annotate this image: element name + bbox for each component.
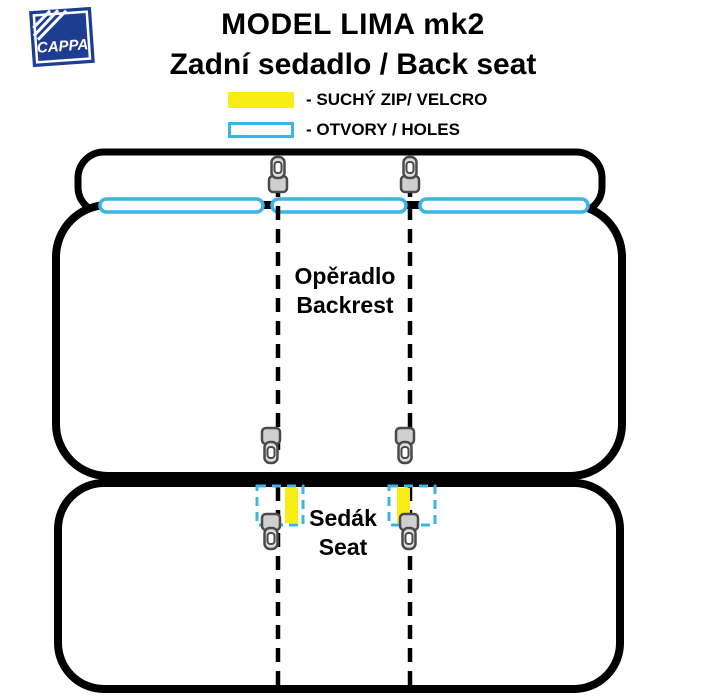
zipper-pull-top-right-icon [399, 155, 421, 194]
backrest-label-cs: Opěradlo [295, 263, 396, 289]
seat-outline [54, 479, 624, 693]
holes-legend-label: - OTVORY / HOLES [306, 120, 460, 139]
velcro-strip-left [285, 488, 298, 523]
holes-swatch [228, 122, 294, 138]
page-title: MODEL LIMA mk2 [221, 8, 485, 41]
hole-slot-middle [270, 197, 408, 214]
logo-diagonal-stripes [32, 9, 68, 41]
velcro-swatch-shape [228, 92, 294, 108]
zipper-pull-seat-left-icon [260, 512, 282, 551]
seat-label-cs: Sedák [309, 505, 377, 531]
hole-slot-right [418, 197, 590, 214]
velcro-legend-label: - SUCHÝ ZIP/ VELCRO [306, 90, 488, 109]
seat-label-en: Seat [319, 534, 368, 560]
legend: - SUCHÝ ZIP/ VELCRO - OTVORY / HOLES [228, 90, 487, 140]
zipper-pull-top-left-icon [267, 155, 289, 194]
velcro-swatch [228, 92, 294, 108]
zipper-pull-backrest-bottom-left-icon [260, 426, 282, 465]
logo-inner-border [32, 10, 92, 64]
backrest-label-en: Backrest [296, 292, 394, 318]
zipper-pull-backrest-bottom-right-icon [394, 426, 416, 465]
logo-brand-text: CAPPA [36, 36, 88, 57]
backrest-outline [52, 201, 626, 480]
legend-row-holes: - OTVORY / HOLES [228, 120, 487, 140]
cappa-logo: CAPPA [28, 6, 96, 70]
hole-slot-left [98, 197, 265, 214]
page-subtitle: Zadní sedadlo / Back seat [169, 48, 537, 81]
legend-row-velcro: - SUCHÝ ZIP/ VELCRO [228, 90, 487, 110]
holes-swatch-shape [228, 122, 294, 138]
cappa-logo-art: CAPPA [29, 6, 95, 68]
zipper-pull-seat-right-icon [398, 512, 420, 551]
